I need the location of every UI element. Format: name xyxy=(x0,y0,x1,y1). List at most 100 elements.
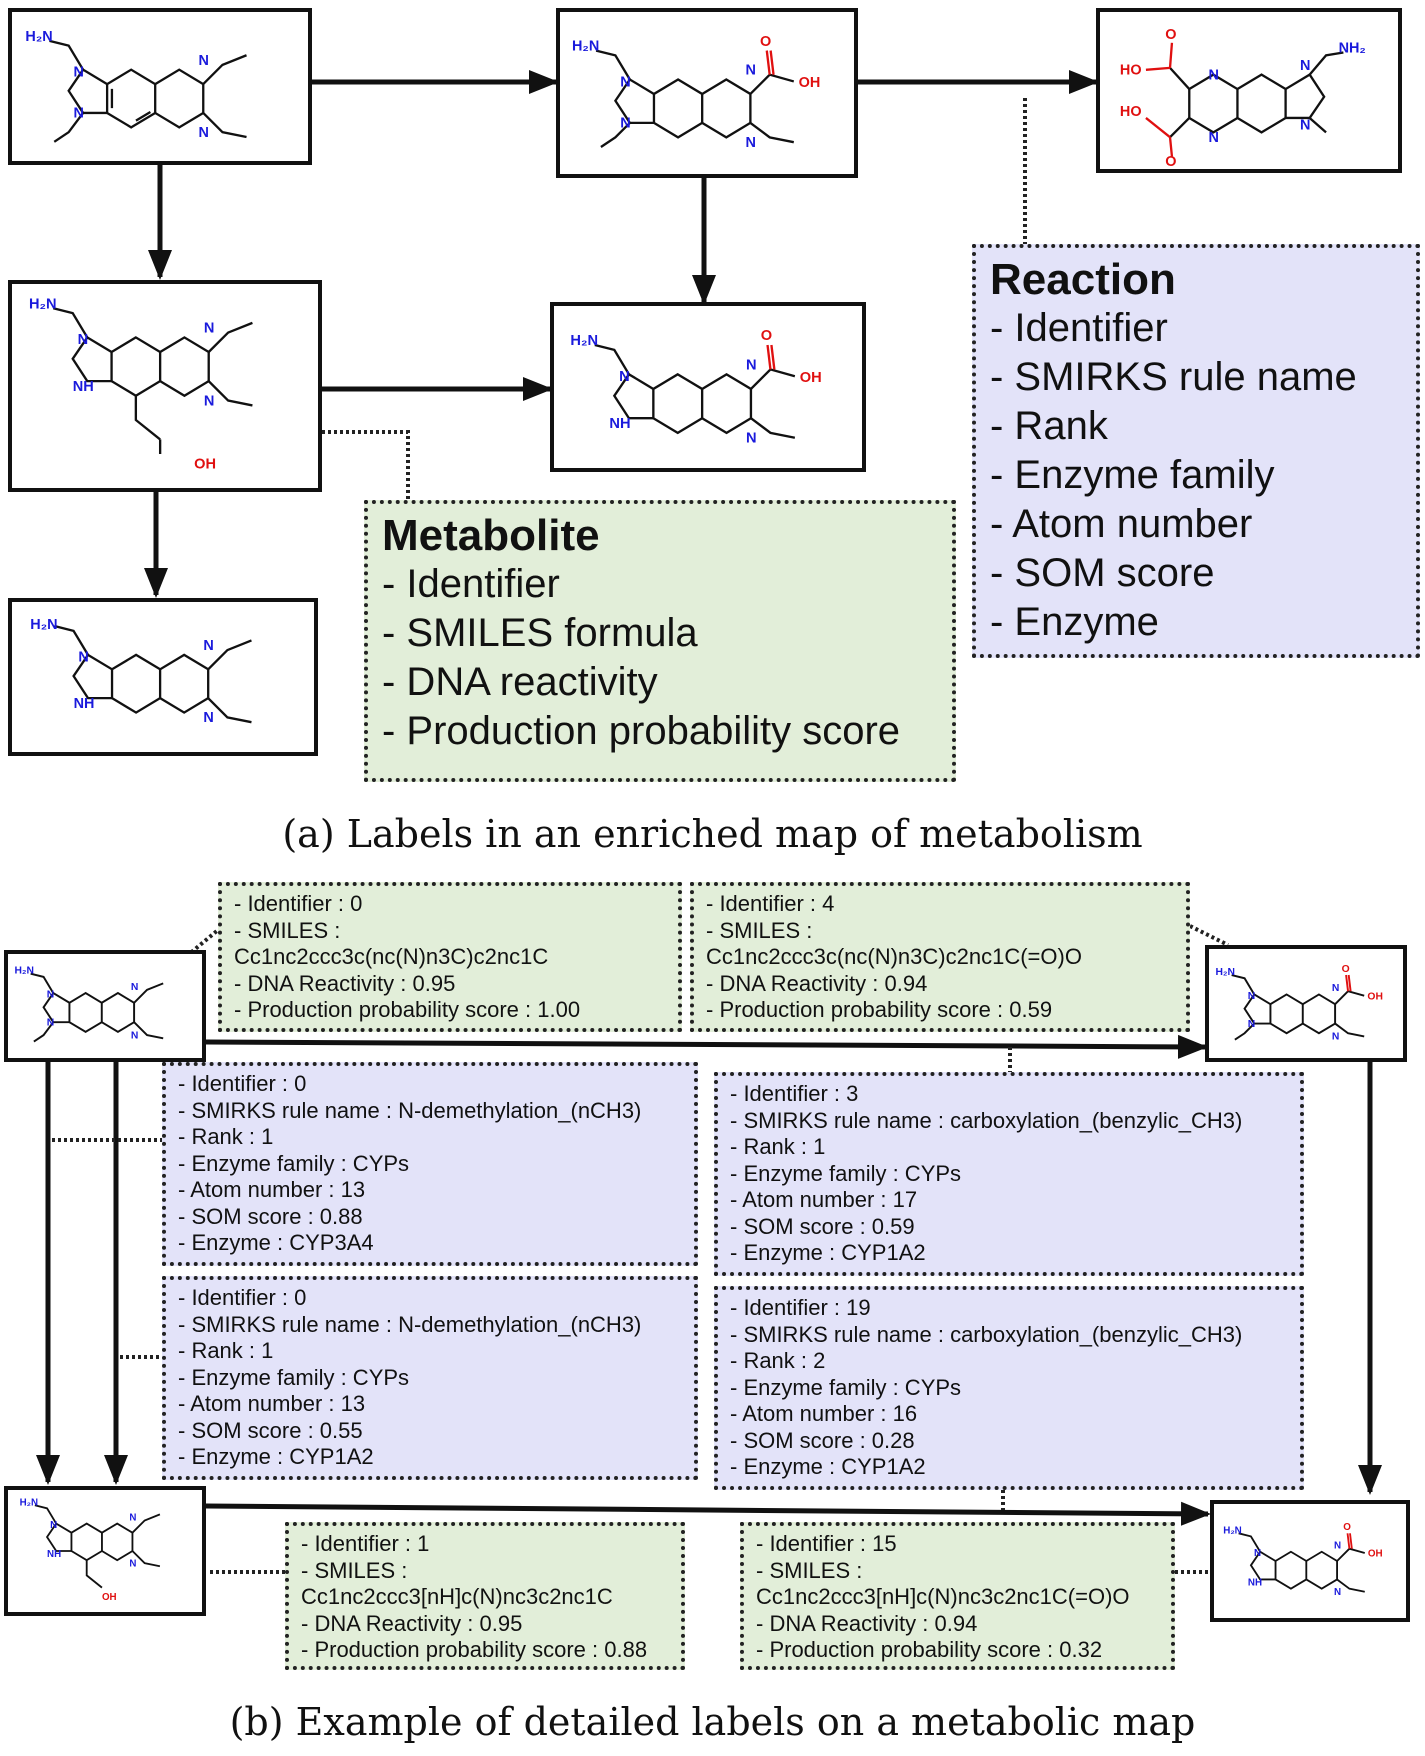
detail-line: - DNA Reactivity : 0.94 xyxy=(756,1610,978,1636)
atom-n-label: N xyxy=(1209,67,1219,83)
atom-nh-label: NH xyxy=(1248,1578,1262,1589)
detail-line: - SMILES : xyxy=(234,917,341,943)
atom-n-label: N xyxy=(746,135,756,151)
atom-h2n-label: H₂N xyxy=(1223,1525,1242,1536)
atom-n-label: N xyxy=(746,357,757,373)
molecule-box-m15: N NH H₂N N N O OH xyxy=(550,302,866,472)
detail-line: - SMIRKS rule name : carboxylation_(benz… xyxy=(730,1321,1243,1347)
atom-nh-label: NH xyxy=(609,416,630,432)
atom-n-label: N xyxy=(131,982,138,993)
link-metabolite-legend xyxy=(322,430,410,500)
detail-line: - Identifier : 19 xyxy=(730,1295,871,1320)
atom-n-label: N xyxy=(131,1030,138,1041)
structure-parent: N N H₂N N N xyxy=(25,29,247,143)
detail-line: Cc1nc2ccc3[nH]c(N)nc3c2nc1C xyxy=(301,1584,613,1609)
caption-b: (b) Example of detailed labels on a meta… xyxy=(229,1700,1196,1744)
detail-line: - Enzyme : CYP1A2 xyxy=(178,1444,374,1469)
atom-h2n-label: H₂N xyxy=(1215,967,1235,978)
atom-h2n-label: H₂N xyxy=(572,39,599,55)
detail-line: - Enzyme : CYP1A2 xyxy=(730,1240,926,1265)
molecule-box-m1: N NH H₂N N N xyxy=(8,598,318,756)
molecule-box-b-m15: N NH H₂N N N O OH xyxy=(1210,1500,1410,1622)
reaction-legend-item: - Identifier xyxy=(990,306,1168,350)
link-met4 xyxy=(1189,924,1229,947)
atom-n-label: N xyxy=(619,369,630,385)
reaction-label-0b: - Identifier : 0 - SMIRKS rule name : N-… xyxy=(162,1276,698,1480)
reaction-legend-item: - SMIRKS rule name xyxy=(990,355,1357,399)
atom-n-label: N xyxy=(198,125,208,141)
atom-o-label: O xyxy=(1165,27,1176,43)
detail-line: - Rank : 2 xyxy=(730,1348,826,1373)
detail-line: - Enzyme family : CYPs xyxy=(730,1160,962,1186)
atom-n-label: N xyxy=(1209,130,1219,146)
atom-n-label: N xyxy=(746,431,757,447)
detail-line: - SMIRKS rule name : N-demethylation_(nC… xyxy=(178,1097,642,1123)
reaction-label-3: - Identifier : 3 - SMIRKS rule name : ca… xyxy=(714,1072,1304,1276)
molecule-box-parent: N N H₂N N N xyxy=(8,8,312,165)
detail-line: - SOM score : 0.88 xyxy=(178,1203,363,1229)
detail-line: - Atom number : 13 xyxy=(178,1391,366,1416)
detail-line: - Identifier : 3 xyxy=(730,1081,859,1106)
reaction-legend-item: - Enzyme family xyxy=(990,453,1275,497)
atom-ho-label: HO xyxy=(1120,63,1142,79)
structure-dicarboxylic: N N N N NH₂ O HO HO O xyxy=(1120,27,1366,169)
reaction-label-19: - Identifier : 19 - SMIRKS rule name : c… xyxy=(714,1286,1304,1490)
detail-line: - Enzyme family : CYPs xyxy=(178,1150,410,1176)
arrow-b1 xyxy=(205,1034,1208,1059)
atom-oh-label: OH xyxy=(1368,1549,1383,1560)
detail-line: - Enzyme family : CYPs xyxy=(178,1364,410,1390)
atom-n-label: N xyxy=(1332,983,1339,994)
molecule-box-b-m4: N N H₂N N N O OH xyxy=(1205,945,1407,1062)
atom-oh-label: OH xyxy=(1367,992,1383,1003)
atom-n-label: N xyxy=(47,990,54,1001)
atom-o-label: O xyxy=(1343,1522,1351,1533)
reaction-legend-title: Reaction xyxy=(990,255,1176,304)
detail-line: - SOM score : 0.28 xyxy=(730,1427,915,1453)
atom-n-label: N xyxy=(50,1520,57,1531)
molecule-box-m4: N N H₂N N N O OH xyxy=(556,8,858,178)
detail-line: - Production probability score : 1.00 xyxy=(234,997,581,1022)
molecule-box-dicarboxylic: N N N N NH₂ O HO HO O xyxy=(1096,8,1402,173)
atom-h2n-label: H₂N xyxy=(20,1497,38,1508)
atom-nh-label: NH xyxy=(47,1549,61,1560)
detail-line: - Enzyme : CYP1A2 xyxy=(730,1454,926,1479)
detail-line: - SMILES : xyxy=(301,1557,408,1583)
detail-line: - Identifier : 0 xyxy=(234,891,363,916)
atom-n-label: N xyxy=(78,332,89,348)
structure-b-m15: N NH H₂N N N O OH xyxy=(1223,1522,1383,1598)
reaction-label-0a: - Identifier : 0 - SMIRKS rule name : N-… xyxy=(162,1062,698,1266)
detail-line: - Enzyme family : CYPs xyxy=(730,1374,962,1400)
detail-line: - Identifier : 15 xyxy=(756,1531,897,1556)
detail-line: - Rank : 1 xyxy=(178,1338,274,1363)
structure-m1-oh: N NH H₂N N N OH xyxy=(29,296,253,473)
atom-n-label: N xyxy=(1334,1587,1341,1598)
atom-oh-label: OH xyxy=(799,75,821,91)
detail-line: - SMILES : xyxy=(756,1557,863,1583)
detail-line: - Rank : 1 xyxy=(730,1134,826,1159)
atom-n-label: N xyxy=(73,106,83,122)
metabolite-label-4: - Identifier : 4 - SMILES : Cc1nc2ccc3c(… xyxy=(690,882,1190,1032)
atom-nh2-label: NH₂ xyxy=(1339,40,1366,56)
atom-o-label: O xyxy=(760,34,771,50)
atom-n-label: N xyxy=(1248,991,1255,1002)
detail-line: - Production probability score : 0.32 xyxy=(756,1637,1103,1662)
atom-oh-label: OH xyxy=(194,457,216,473)
reaction-legend-item: - Atom number xyxy=(990,502,1253,546)
atom-n-label: N xyxy=(1248,1019,1255,1030)
reaction-legend-item: - SOM score xyxy=(990,551,1215,595)
atom-n-label: N xyxy=(73,64,83,80)
molecule-box-b-parent: N N H₂N N N xyxy=(4,950,206,1062)
atom-n-label: N xyxy=(203,638,213,654)
atom-ho-label: HO xyxy=(1120,104,1142,120)
reaction-legend-item: - Enzyme xyxy=(990,600,1159,644)
atom-nh-label: NH xyxy=(74,696,95,712)
structure-m15: N NH H₂N N N O OH xyxy=(570,328,821,447)
reaction-legend: Reaction - Identifier - SMIRKS rule name… xyxy=(972,244,1420,658)
atom-o-label: O xyxy=(761,328,772,344)
detail-line: - Production probability score : 0.59 xyxy=(706,997,1053,1022)
atom-o-label: O xyxy=(1342,964,1350,975)
detail-line: - Identifier : 1 xyxy=(301,1531,430,1556)
metabolite-label-0: - Identifier : 0 - SMILES : Cc1nc2ccc3c(… xyxy=(218,882,682,1032)
atom-n-label: N xyxy=(620,74,630,90)
detail-line: - DNA Reactivity : 0.95 xyxy=(301,1610,523,1636)
